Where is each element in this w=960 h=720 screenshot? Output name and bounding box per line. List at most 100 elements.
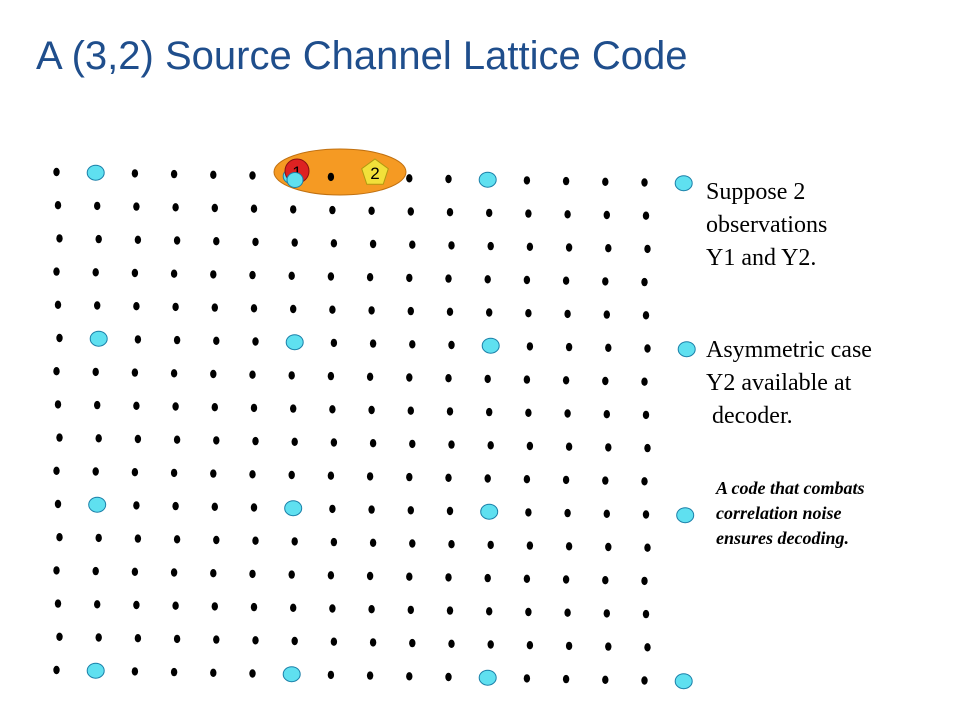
lattice-point: [641, 277, 648, 287]
note-line: A code that combats: [716, 478, 865, 498]
lattice-point: [562, 674, 570, 684]
lattice-point: [446, 307, 454, 316]
lattice-point: [603, 310, 610, 319]
lattice-point: [641, 576, 648, 586]
lattice-point: [603, 509, 610, 518]
codeword-point: [674, 673, 693, 690]
codeword-point: [86, 662, 105, 679]
lattice-point: [131, 169, 139, 178]
lattice-point: [173, 535, 181, 544]
lattice-point: [445, 473, 452, 482]
lattice-point: [523, 275, 531, 285]
marker-2-pentagon: [361, 158, 389, 185]
lattice-point: [605, 642, 612, 651]
lattice-point: [602, 376, 609, 386]
lattice-point: [562, 176, 570, 186]
note-observations: Suppose 2 observations Y1 and Y2.: [706, 176, 827, 275]
lattice-point: [134, 235, 142, 244]
lattice-point: [327, 670, 335, 680]
lattice-point: [526, 242, 534, 251]
lattice-point: [211, 403, 218, 412]
lattice-point: [602, 675, 609, 684]
lattice-point: [366, 472, 374, 481]
lattice-point: [210, 569, 217, 578]
lattice-point: [172, 402, 179, 411]
lattice-point: [173, 335, 181, 345]
lattice-point: [562, 475, 570, 485]
lattice-point: [134, 335, 142, 344]
lattice-point: [565, 542, 573, 551]
lattice-point: [211, 303, 218, 312]
lattice-point: [644, 543, 651, 552]
lattice-point: [602, 177, 609, 186]
codeword-point: [478, 171, 497, 188]
lattice-point: [523, 375, 531, 384]
lattice-point: [409, 539, 416, 548]
lattice-point: [407, 306, 414, 316]
codeword-point: [478, 669, 497, 686]
lattice-point: [249, 470, 256, 479]
lattice-point: [368, 405, 375, 415]
lattice-point: [330, 637, 338, 646]
note-code-decoding: A code that combats correlation noise en…: [716, 476, 865, 551]
lattice-point: [368, 605, 375, 614]
lattice-point: [211, 602, 218, 611]
lattice-point: [445, 374, 452, 383]
lattice-point: [288, 371, 295, 380]
lattice-point: [290, 404, 297, 413]
note-line: Y1 and Y2.: [706, 245, 817, 271]
lattice-point: [252, 337, 259, 346]
lattice-point: [53, 367, 60, 376]
lattice-point: [407, 406, 414, 415]
lattice-point: [484, 275, 491, 284]
lattice-point: [53, 665, 60, 675]
lattice-point: [327, 172, 335, 182]
lattice-point: [644, 244, 651, 254]
lattice-point: [134, 634, 142, 643]
lattice-point: [406, 373, 413, 382]
note-line: Asymmetric case: [706, 337, 872, 363]
lattice-point: [170, 667, 178, 677]
lattice-point: [53, 566, 60, 575]
lattice-point: [406, 472, 413, 482]
lattice-point: [213, 237, 220, 246]
lattice-point: [407, 506, 414, 515]
lattice-point: [366, 671, 374, 680]
lattice-point: [249, 171, 256, 180]
lattice-point: [330, 537, 338, 547]
lattice-point: [407, 207, 414, 216]
lattice-point: [487, 640, 494, 649]
lattice-point: [133, 202, 140, 211]
slide-title: A (3,2) Source Channel Lattice Code: [36, 34, 688, 78]
lattice-point: [602, 576, 609, 585]
lattice-point: [131, 667, 139, 676]
lattice-point: [406, 273, 413, 283]
lattice-point: [642, 410, 650, 420]
lattice-point: [486, 208, 493, 218]
lattice-point: [448, 241, 455, 250]
lattice-point: [445, 274, 452, 283]
lattice-point: [131, 268, 139, 278]
lattice-point: [526, 541, 534, 550]
lattice-point: [133, 401, 140, 410]
lattice-point: [329, 205, 336, 215]
lattice-point: [54, 599, 62, 608]
lattice-point: [369, 538, 377, 547]
lattice-point: [249, 370, 256, 379]
lattice-point: [564, 210, 571, 219]
lattice-point: [250, 503, 258, 512]
lattice-point: [445, 672, 452, 682]
lattice-point: [213, 436, 220, 445]
lattice-point: [252, 436, 259, 446]
lattice-point: [486, 308, 493, 317]
lattice-point: [211, 203, 218, 213]
lattice-point: [366, 571, 374, 581]
lattice-point: [92, 467, 99, 476]
lattice-point: [329, 405, 336, 414]
lattice-point: [172, 601, 179, 610]
lattice-point: [368, 306, 375, 315]
codeword-point: [481, 337, 500, 354]
lattice-point: [523, 475, 531, 484]
note-line: Y2 available at: [706, 370, 852, 396]
lattice-point: [330, 239, 338, 248]
